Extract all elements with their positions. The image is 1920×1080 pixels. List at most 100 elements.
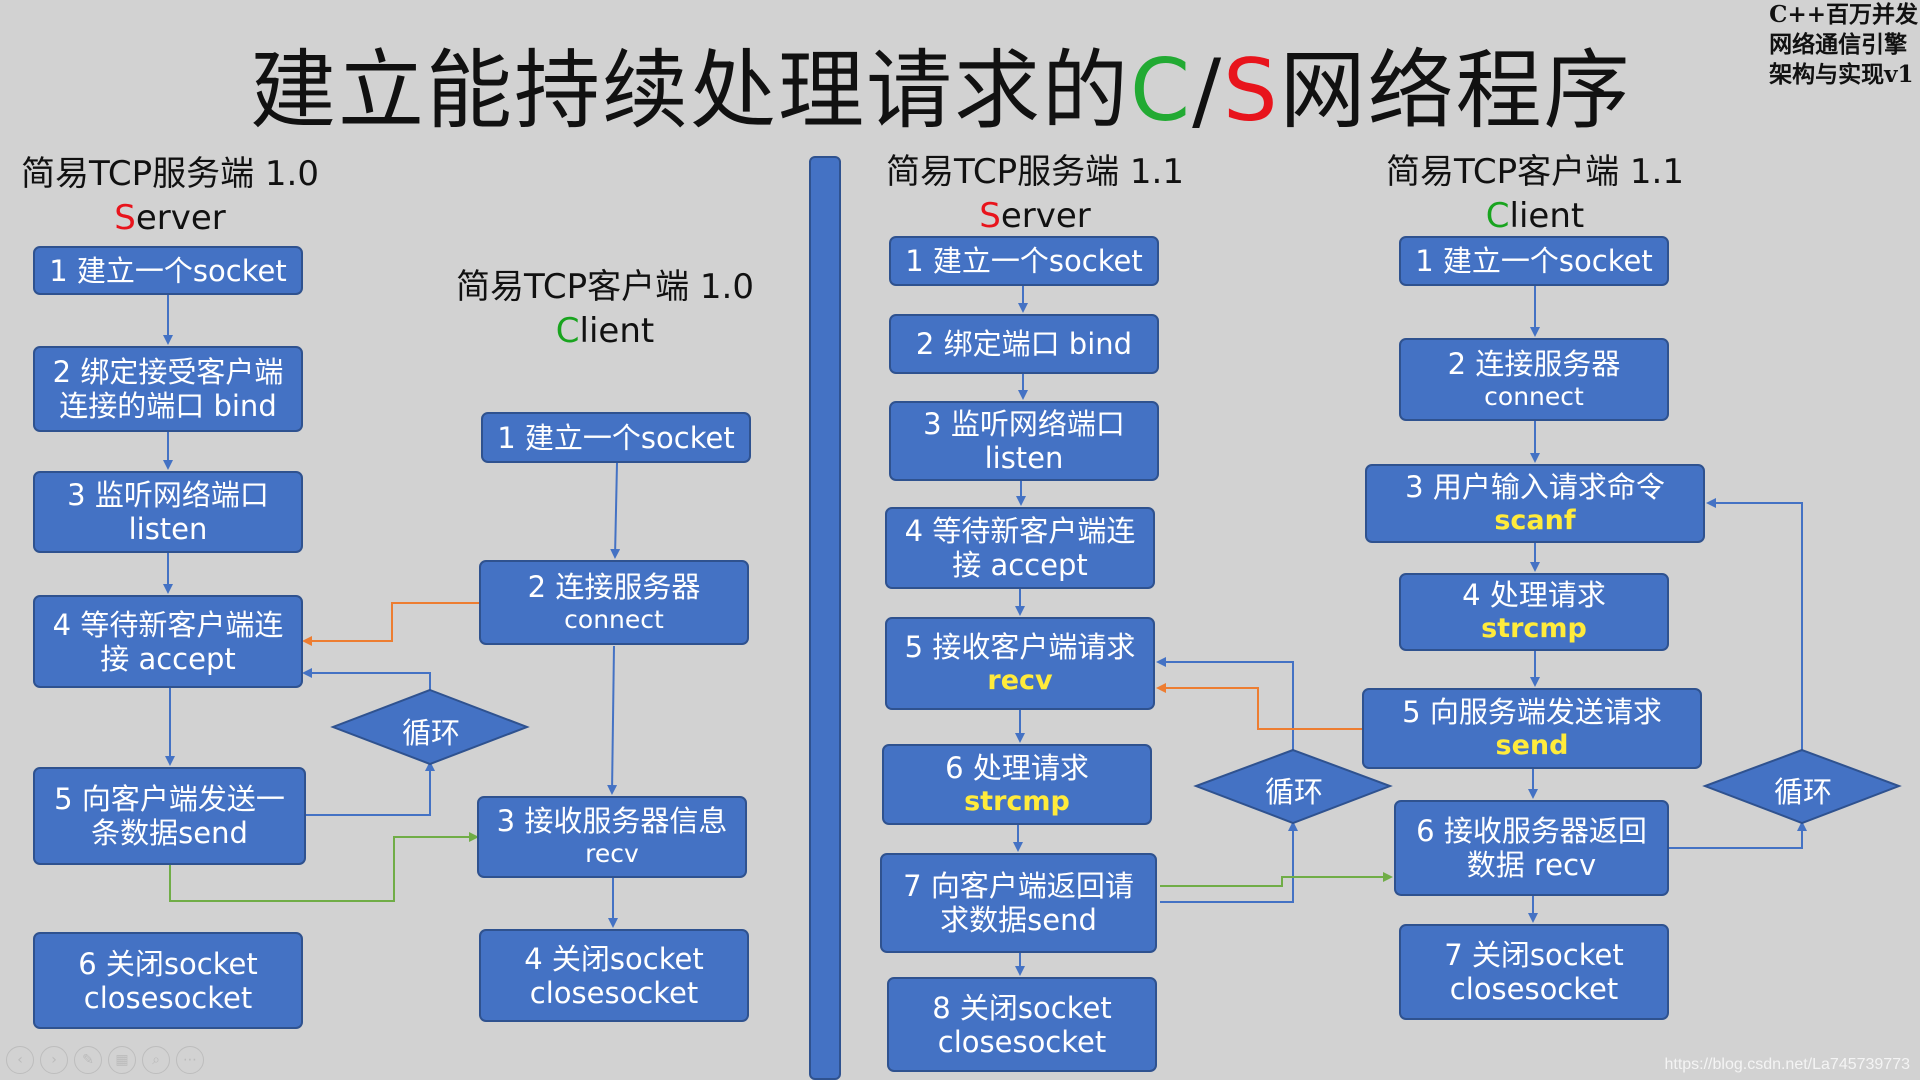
client11-header: 简易TCP客户端 1.1 Client [1375,150,1695,238]
data-link [169,832,479,902]
loop-arrow [1706,498,1803,750]
step-label: 3 用户输入请求命令 [1405,469,1665,504]
role-rest: erver [135,198,226,238]
step-label: 4 等待新客户端连 [904,514,1136,548]
step-label: 3 监听网络端口 [923,407,1125,441]
corner-line: 架构与实现v1 [1769,61,1914,88]
step-label: 1 建立一个socket [49,253,287,288]
server10-header: 简易TCP服务端 1.0 Server [10,152,330,240]
loop-arrow [306,761,435,816]
step-box: 2 绑定端口 bind [889,314,1159,374]
step-detail: closesocket [83,980,253,1015]
loop-arrow [1669,821,1807,849]
loop-arrow [1156,657,1294,750]
loop-label: 循环 [1265,775,1324,809]
next-icon[interactable]: › [40,1046,68,1074]
loop-arrow [302,668,431,690]
step-keyword: strcmp [964,785,1070,817]
title-s: S [1223,41,1280,141]
step-label: 5 向服务端发送请求 [1402,694,1662,729]
connect-link [302,602,480,646]
step-detail: 接 accept [100,641,236,676]
pen-icon[interactable]: ✎ [74,1046,102,1074]
step-label: 1 建立一个socket [905,244,1143,278]
slide-toolbar: ‹ › ✎ ▦ ⌕ ⋯ [6,1046,204,1074]
request-link [1156,683,1362,730]
step-box: 2 绑定接受客户端连接的端口 bind [33,346,303,432]
role-rest: lient [1509,196,1585,236]
step-label: 6 接收服务器返回 [1416,814,1647,848]
step-detail: listen [128,512,208,546]
server10-role: Server [10,196,330,240]
step-label: 1 建立一个socket [497,420,735,455]
step-keyword: recv [987,664,1053,696]
slides-icon[interactable]: ▦ [108,1046,136,1074]
more-icon[interactable]: ⋯ [176,1046,204,1074]
step-label: 3 监听网络端口 [67,478,269,512]
role-initial: S [114,198,136,238]
step-label: 8 关闭socket [932,990,1112,1025]
title-c: C [1130,41,1193,141]
step-label: 1 建立一个socket [1415,244,1653,278]
step-label: 2 绑定接受客户端 [52,355,284,389]
client10-header: 简易TCP客户端 1.0 Client [445,265,765,353]
step-label: 2 绑定端口 bind [915,327,1133,361]
step-label: 4 关闭socket [524,941,704,976]
client11-heading: 简易TCP客户端 1.1 [1386,152,1684,192]
client10-role: Client [445,309,765,353]
prev-icon[interactable]: ‹ [6,1046,34,1074]
client10-heading: 简易TCP客户端 1.0 [456,267,754,307]
corner-caption: C++百万并发 网络通信引擎 架构与实现v1 [1769,0,1918,90]
step-detail: closesocket [937,1024,1107,1059]
step-detail: connect [1484,381,1584,411]
column-divider [809,156,841,1080]
loop-diamond [330,688,530,766]
zoom-icon[interactable]: ⌕ [142,1046,170,1074]
response-link [1160,872,1393,887]
role-initial: C [1485,196,1510,236]
step-label: 4 等待新客户端连 [52,607,284,642]
step-box: 4 等待新客户端连接 accept [33,595,303,688]
role-rest: lient [579,311,655,351]
step-label: 3 接收服务器信息 [496,804,728,838]
step-box: 5 向客户端发送一条数据send [33,767,306,865]
step-detail: listen [984,441,1064,475]
step-box: 4 等待新客户端连接 accept [885,507,1155,589]
corner-line: C++百万并发 [1769,1,1918,28]
step-keyword: strcmp [1481,613,1587,644]
step-label: 5 向客户端发送一 [54,782,285,816]
step-keyword: scanf [1494,504,1576,536]
arrow [607,645,618,795]
step-label: 6 关闭socket [78,946,258,981]
loop-label: 循环 [402,716,461,750]
step-box: 1 建立一个socket [481,412,751,463]
title-suffix: 网络程序 [1279,41,1632,141]
role-initial: S [979,196,1001,236]
page-title: 建立能持续处理请求的C/S网络程序 [250,20,1632,145]
title-slash: / [1192,41,1224,141]
step-detail: 条数据send [91,816,248,850]
step-keyword: send [1495,729,1569,761]
step-detail: closesocket [1449,972,1619,1006]
step-label: 2 连接服务器 [527,569,701,604]
step-box: 7 向客户端返回请求数据send [880,853,1157,953]
step-detail: 数据 recv [1466,848,1597,882]
step-label: 7 关闭socket [1444,938,1624,972]
step-label: 4 处理请求 [1462,578,1606,612]
role-rest: erver [1000,196,1091,236]
role-initial: C [555,311,580,351]
step-detail: recv [585,839,639,868]
